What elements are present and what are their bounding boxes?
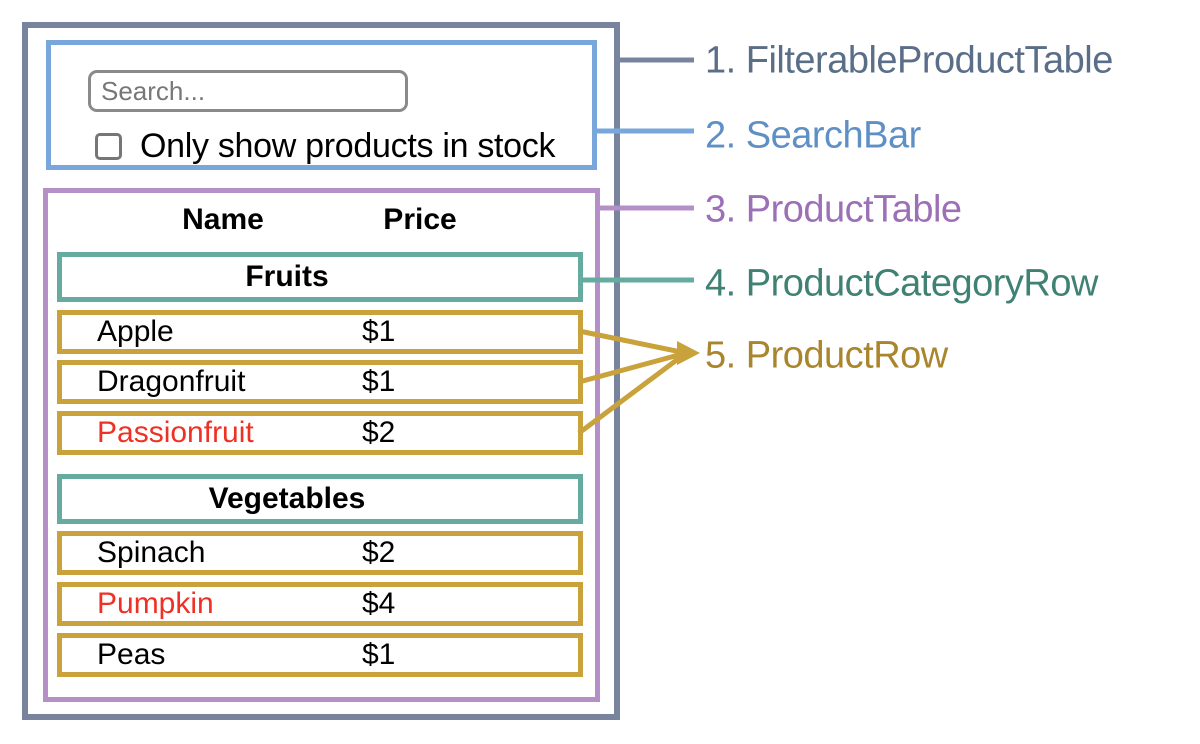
column-header-name: Name — [182, 203, 264, 236]
product-row-passionfruit: Passionfruit $2 — [57, 411, 583, 455]
category-row-fruits: Fruits — [57, 252, 583, 302]
product-name: Peas — [97, 638, 166, 671]
product-price: $2 — [362, 536, 396, 569]
label-search-bar: 2. SearchBar — [705, 114, 921, 157]
label-product-category-row: 4. ProductCategoryRow — [705, 262, 1098, 305]
arrow-tip-icon — [677, 341, 700, 365]
in-stock-checkbox-label: Only show products in stock — [140, 126, 556, 165]
product-row-dragonfruit: Dragonfruit $1 — [57, 360, 583, 404]
search-input[interactable] — [88, 70, 408, 112]
label-product-table: 3. ProductTable — [705, 188, 962, 231]
product-price: $4 — [362, 587, 396, 620]
product-row-spinach: Spinach $2 — [57, 531, 583, 575]
product-row-pumpkin: Pumpkin $4 — [57, 582, 583, 626]
in-stock-checkbox[interactable] — [95, 133, 122, 160]
search-bar-outline: Only show products in stock — [46, 40, 597, 170]
product-name: Dragonfruit — [97, 365, 246, 398]
filterable-product-table-outline: Only show products in stock Name Price F… — [22, 22, 620, 720]
product-name: Pumpkin — [97, 587, 214, 620]
product-price: $2 — [362, 416, 396, 449]
product-price: $1 — [362, 315, 396, 348]
column-header-price: Price — [383, 203, 457, 236]
category-row-vegetables: Vegetables — [57, 474, 583, 524]
product-row-peas: Peas $1 — [57, 633, 583, 677]
product-price: $1 — [362, 365, 396, 398]
product-table-outline: Name Price Fruits Apple $1 Dragonfruit $… — [43, 188, 600, 702]
product-name: Passionfruit — [97, 416, 254, 449]
product-name: Apple — [97, 315, 174, 348]
product-row-apple: Apple $1 — [57, 310, 583, 354]
product-price: $1 — [362, 638, 396, 671]
category-label: Vegetables — [208, 482, 366, 515]
label-filterable-product-table: 1. FilterableProductTable — [705, 39, 1113, 82]
product-name: Spinach — [97, 536, 206, 569]
label-product-row: 5. ProductRow — [705, 334, 948, 377]
category-label: Fruits — [245, 260, 329, 293]
